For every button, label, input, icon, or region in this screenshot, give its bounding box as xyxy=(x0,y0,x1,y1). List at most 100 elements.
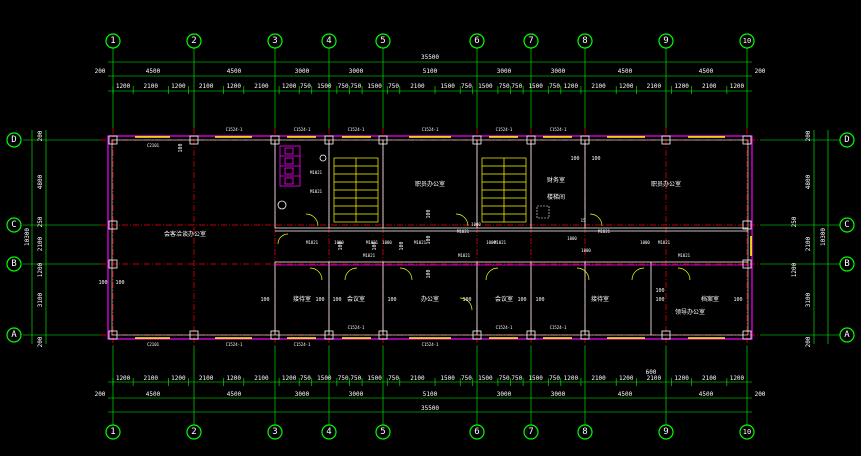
svg-text:100: 100 xyxy=(570,156,579,162)
svg-text:C1524-1: C1524-1 xyxy=(550,325,567,330)
svg-text:C1524-1: C1524-1 xyxy=(294,127,311,132)
svg-text:100: 100 xyxy=(115,280,124,286)
axis-bubble-bottom-7: 7 xyxy=(523,424,539,440)
wall-thickness-labels: 100 100 100 100 100 100 100 100 100 100 … xyxy=(98,143,742,303)
detail-dim-bottom-label: 1500 xyxy=(528,375,543,382)
svg-text:C1524-1: C1524-1 xyxy=(496,325,513,330)
detail-dim-bottom-label: 750 xyxy=(300,375,311,382)
bay-dim-top-8: 4500 xyxy=(618,68,633,75)
bay-dim-top-9: 4500 xyxy=(699,68,714,75)
svg-text:1: 1 xyxy=(110,36,115,46)
detail-dim-top-label: 2100 xyxy=(702,83,717,90)
svg-text:2: 2 xyxy=(191,427,196,437)
svg-text:1200: 1200 xyxy=(37,262,44,277)
svg-text:8: 8 xyxy=(582,427,587,437)
svg-text:7: 7 xyxy=(528,427,533,437)
svg-text:15: 15 xyxy=(581,218,586,223)
detail-dim-top-label: 1500 xyxy=(478,83,493,90)
bay-dim-bottom-9: 4500 xyxy=(699,391,714,398)
detail-dim-top-label: 1200 xyxy=(730,83,745,90)
svg-text:1000: 1000 xyxy=(567,236,577,241)
svg-text:M1021: M1021 xyxy=(494,240,507,245)
room-labels: 会客洽谈办公室 职员办公室 财务室 职员办公室 接待室 会议室 办公室 会议室 … xyxy=(164,176,719,316)
svg-text:100: 100 xyxy=(426,235,432,244)
total-dim-top: 35500 xyxy=(421,54,439,61)
svg-text:100: 100 xyxy=(655,297,664,303)
detail-dim-bottom-label: 2100 xyxy=(591,375,606,382)
detail-dim-bottom-label: 1200 xyxy=(564,375,579,382)
detail-dim-top-label: 1200 xyxy=(674,83,689,90)
note-stair: 楼梯间 xyxy=(547,193,565,201)
svg-text:100: 100 xyxy=(338,241,344,250)
svg-text:1000: 1000 xyxy=(334,240,344,245)
svg-text:D: D xyxy=(844,135,849,145)
svg-text:1000: 1000 xyxy=(640,240,650,245)
end-right-bottom: 200 xyxy=(755,391,766,398)
detail-dim-bottom-label: 1200 xyxy=(171,375,186,382)
bay-dim-top-2: 4500 xyxy=(227,68,242,75)
svg-text:200: 200 xyxy=(805,336,812,347)
room-office-a: 职员办公室 xyxy=(415,180,445,188)
svg-text:8: 8 xyxy=(582,36,587,46)
axis-bubble-right-B: B xyxy=(839,256,855,272)
detail-dim-bottom-label: 1200 xyxy=(674,375,689,382)
detail-dim-top-label: 1500 xyxy=(440,83,455,90)
detail-dim-top-label: 1200 xyxy=(282,83,297,90)
bay-dim-bottom-8: 4500 xyxy=(618,391,633,398)
svg-text:4: 4 xyxy=(326,36,331,46)
misc-labels: 1000 1000 1000 1000 1000 1000 1000 15 xyxy=(334,218,650,253)
detail-dim-top-label: 1200 xyxy=(227,83,242,90)
room-s5: 接待室 xyxy=(591,295,609,303)
bay-dim-bottom-5: 5100 xyxy=(423,391,438,398)
axis-bubble-top-3: 3 xyxy=(267,33,283,49)
detail-dim-top-label: 2100 xyxy=(591,83,606,90)
svg-text:200: 200 xyxy=(37,130,44,141)
svg-text:10300: 10300 xyxy=(24,228,31,246)
detail-dim-top-label: 750 xyxy=(300,83,311,90)
detail-dim-bottom-label: 1200 xyxy=(227,375,242,382)
svg-text:7: 7 xyxy=(528,36,533,46)
svg-text:9: 9 xyxy=(663,36,668,46)
end-left-top: 200 xyxy=(95,68,106,75)
svg-text:D: D xyxy=(11,135,16,145)
svg-text:1000: 1000 xyxy=(382,240,392,245)
svg-text:100: 100 xyxy=(260,297,269,303)
door-swings xyxy=(277,213,691,311)
right-dimension-text: 200 4800 250 2100 1200 3100 200 10300 xyxy=(791,130,827,347)
detail-dim-top-label: 2100 xyxy=(144,83,159,90)
bay-dim-top-4: 3000 xyxy=(349,68,364,75)
svg-text:2100: 2100 xyxy=(37,236,44,251)
svg-text:M1021: M1021 xyxy=(310,170,323,175)
svg-text:6: 6 xyxy=(474,427,479,437)
bay-dim-bottom-2: 4500 xyxy=(227,391,242,398)
toilet-fixtures xyxy=(277,145,327,210)
svg-text:A: A xyxy=(844,330,850,340)
detail-dim-bottom-label: 1200 xyxy=(282,375,297,382)
window-labels: C2101 C1524-1 C1524-1 C1524-1 C1524-1 C1… xyxy=(147,127,567,347)
svg-text:C1524-1: C1524-1 xyxy=(226,342,243,347)
detail-dim-top-label: 750 xyxy=(350,83,361,90)
svg-text:C: C xyxy=(11,220,16,230)
axis-bubble-top-1: 1 xyxy=(105,33,121,49)
svg-text:3: 3 xyxy=(272,427,277,437)
detail-dim-bottom-label: 750 xyxy=(511,375,522,382)
outer-walls xyxy=(107,135,753,340)
detail-dim-bottom-label: 2100 xyxy=(702,375,717,382)
svg-text:M1021: M1021 xyxy=(363,253,376,258)
detail-dim-bottom-label: 1500 xyxy=(478,375,493,382)
svg-text:C1524-1: C1524-1 xyxy=(294,342,311,347)
detail-dim-bottom-label: 750 xyxy=(461,375,472,382)
svg-text:B: B xyxy=(11,259,16,269)
detail-dim-bottom-label: 750 xyxy=(549,375,560,382)
svg-text:C1524-1: C1524-1 xyxy=(496,127,513,132)
axis-bubble-top-5: 5 xyxy=(375,33,391,49)
detail-dim-top-label: 1500 xyxy=(367,83,382,90)
windows xyxy=(135,136,752,339)
axis-bubble-bottom-4: 4 xyxy=(321,424,337,440)
room-s3: 办公室 xyxy=(421,295,439,303)
svg-text:5: 5 xyxy=(380,36,385,46)
room-office-c: 职员办公室 xyxy=(651,180,681,188)
mark-box xyxy=(536,205,550,219)
detail-dim-bottom-label: 750 xyxy=(388,375,399,382)
svg-text:4: 4 xyxy=(326,427,331,437)
